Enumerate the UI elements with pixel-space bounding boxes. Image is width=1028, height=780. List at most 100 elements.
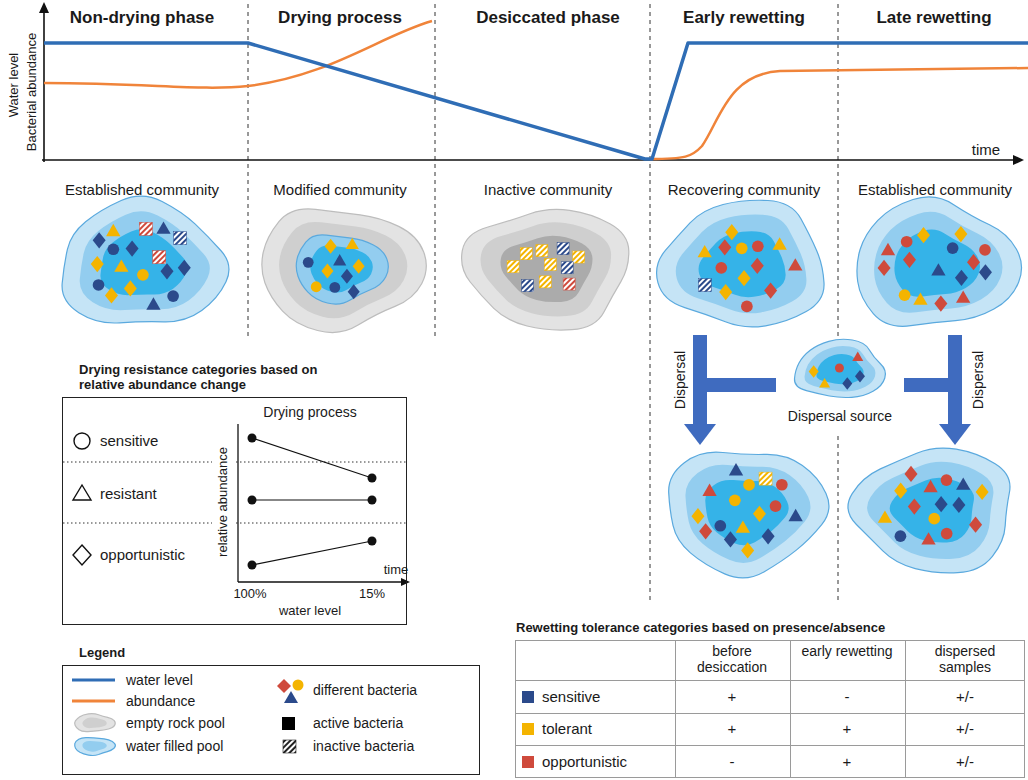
bacterium bbox=[715, 262, 727, 274]
rock-pool bbox=[857, 197, 1022, 326]
opportunistic-symbol bbox=[73, 545, 91, 565]
bacterium bbox=[917, 227, 930, 243]
bacterium bbox=[178, 260, 191, 276]
axis-label: Water level bbox=[7, 53, 22, 118]
abundance-curve bbox=[650, 68, 1028, 159]
table-line bbox=[905, 640, 906, 778]
rock-pool bbox=[462, 209, 629, 330]
table-header: dispersed samples bbox=[910, 643, 1020, 675]
bacterium bbox=[333, 254, 346, 265]
y-axis bbox=[43, 10, 45, 162]
table-cell: - bbox=[845, 688, 850, 705]
abundance-curve bbox=[44, 21, 432, 88]
table-title: Rewetting tolerance categories based on … bbox=[516, 621, 885, 636]
rock-pool bbox=[794, 339, 885, 397]
table-cell: + bbox=[728, 688, 737, 705]
bacterium bbox=[738, 270, 751, 286]
arrow-label: Dispersal bbox=[970, 351, 986, 409]
bacterium bbox=[346, 238, 359, 249]
bacterium bbox=[736, 242, 748, 254]
table-cell: + bbox=[843, 753, 852, 770]
rock-pool bbox=[100, 229, 187, 295]
bacterium bbox=[751, 258, 764, 274]
phase-divider bbox=[838, 4, 839, 336]
bacterium bbox=[878, 260, 891, 276]
inactive-bacterium bbox=[139, 222, 152, 235]
legend-pool-sample bbox=[75, 738, 116, 756]
phase-title: Desiccated phase bbox=[476, 8, 620, 28]
inactive-bacterium bbox=[174, 232, 187, 245]
category-label: opportunistic bbox=[100, 546, 185, 563]
rock-pool bbox=[874, 212, 1002, 313]
bacterium bbox=[928, 513, 940, 525]
rock-pool bbox=[296, 235, 388, 304]
rock-pool bbox=[867, 462, 993, 559]
bacterium bbox=[753, 506, 766, 522]
rock-pool bbox=[80, 211, 210, 310]
sensitive-symbol bbox=[74, 433, 90, 449]
bacterium bbox=[835, 363, 844, 372]
category-separator bbox=[63, 462, 212, 463]
bacterium bbox=[114, 259, 128, 271]
bacterium bbox=[901, 236, 913, 248]
chart-axes bbox=[42, 10, 1016, 162]
abundance-change-line bbox=[252, 438, 372, 478]
bacterium bbox=[329, 282, 340, 293]
bacterium bbox=[904, 466, 917, 482]
legend-label: active bacteria bbox=[313, 715, 403, 731]
category-swatch bbox=[522, 723, 534, 735]
bacterium bbox=[903, 252, 916, 268]
table-cell: +/- bbox=[956, 688, 974, 705]
bacterium bbox=[855, 370, 865, 383]
chart-title: Drying process bbox=[263, 404, 356, 420]
bacteria-symbol bbox=[293, 680, 304, 691]
bacterium bbox=[935, 496, 948, 512]
table-line bbox=[515, 680, 1025, 681]
inactive-sample bbox=[283, 740, 296, 753]
inactive-bacterium bbox=[561, 262, 573, 274]
table-header: early rewetting bbox=[792, 643, 902, 659]
bacterium bbox=[931, 263, 945, 275]
inactive-bacterium bbox=[520, 248, 532, 260]
bacterium bbox=[156, 221, 170, 233]
table-cell: + bbox=[728, 720, 737, 737]
rock-pool bbox=[657, 200, 824, 327]
axis-label: time bbox=[972, 141, 1000, 158]
inactive-bacterium bbox=[698, 279, 711, 292]
rock-pool bbox=[279, 222, 407, 318]
community-label: Established community bbox=[65, 181, 219, 198]
bacterium bbox=[842, 377, 852, 390]
bacterium bbox=[160, 263, 173, 279]
bacterium bbox=[106, 224, 120, 236]
dispersal-source: Dispersal source bbox=[780, 340, 900, 432]
bacterium bbox=[691, 508, 704, 524]
legend-label: empty rock pool bbox=[126, 715, 225, 731]
bacterium bbox=[91, 256, 104, 272]
inactive-bacterium bbox=[536, 245, 548, 257]
inactive-bacterium bbox=[759, 472, 772, 485]
bacterium bbox=[714, 520, 726, 532]
bacteria-symbol bbox=[284, 691, 298, 703]
bacterium bbox=[954, 226, 967, 242]
axis-label: Bacterial abundance bbox=[25, 33, 40, 152]
rock-pool bbox=[500, 236, 592, 302]
bacterium bbox=[146, 297, 160, 309]
box-heading: Legend bbox=[79, 645, 279, 661]
community-label: Established community bbox=[858, 181, 1012, 198]
table-line bbox=[515, 745, 1025, 746]
bacterium bbox=[899, 289, 911, 301]
bacterium bbox=[718, 239, 731, 255]
category-separator bbox=[236, 523, 406, 524]
bacterium bbox=[979, 244, 991, 256]
bacterium bbox=[325, 239, 337, 254]
bacterium bbox=[969, 517, 982, 533]
bacterium bbox=[881, 243, 895, 255]
bacterium bbox=[809, 365, 819, 378]
category-swatch bbox=[522, 691, 534, 703]
bacterium bbox=[941, 474, 953, 486]
bacterium bbox=[698, 245, 712, 257]
bacterium bbox=[743, 479, 755, 491]
bacterium bbox=[725, 224, 738, 240]
data-point bbox=[368, 537, 377, 546]
table-row-label: opportunistic bbox=[542, 753, 627, 770]
